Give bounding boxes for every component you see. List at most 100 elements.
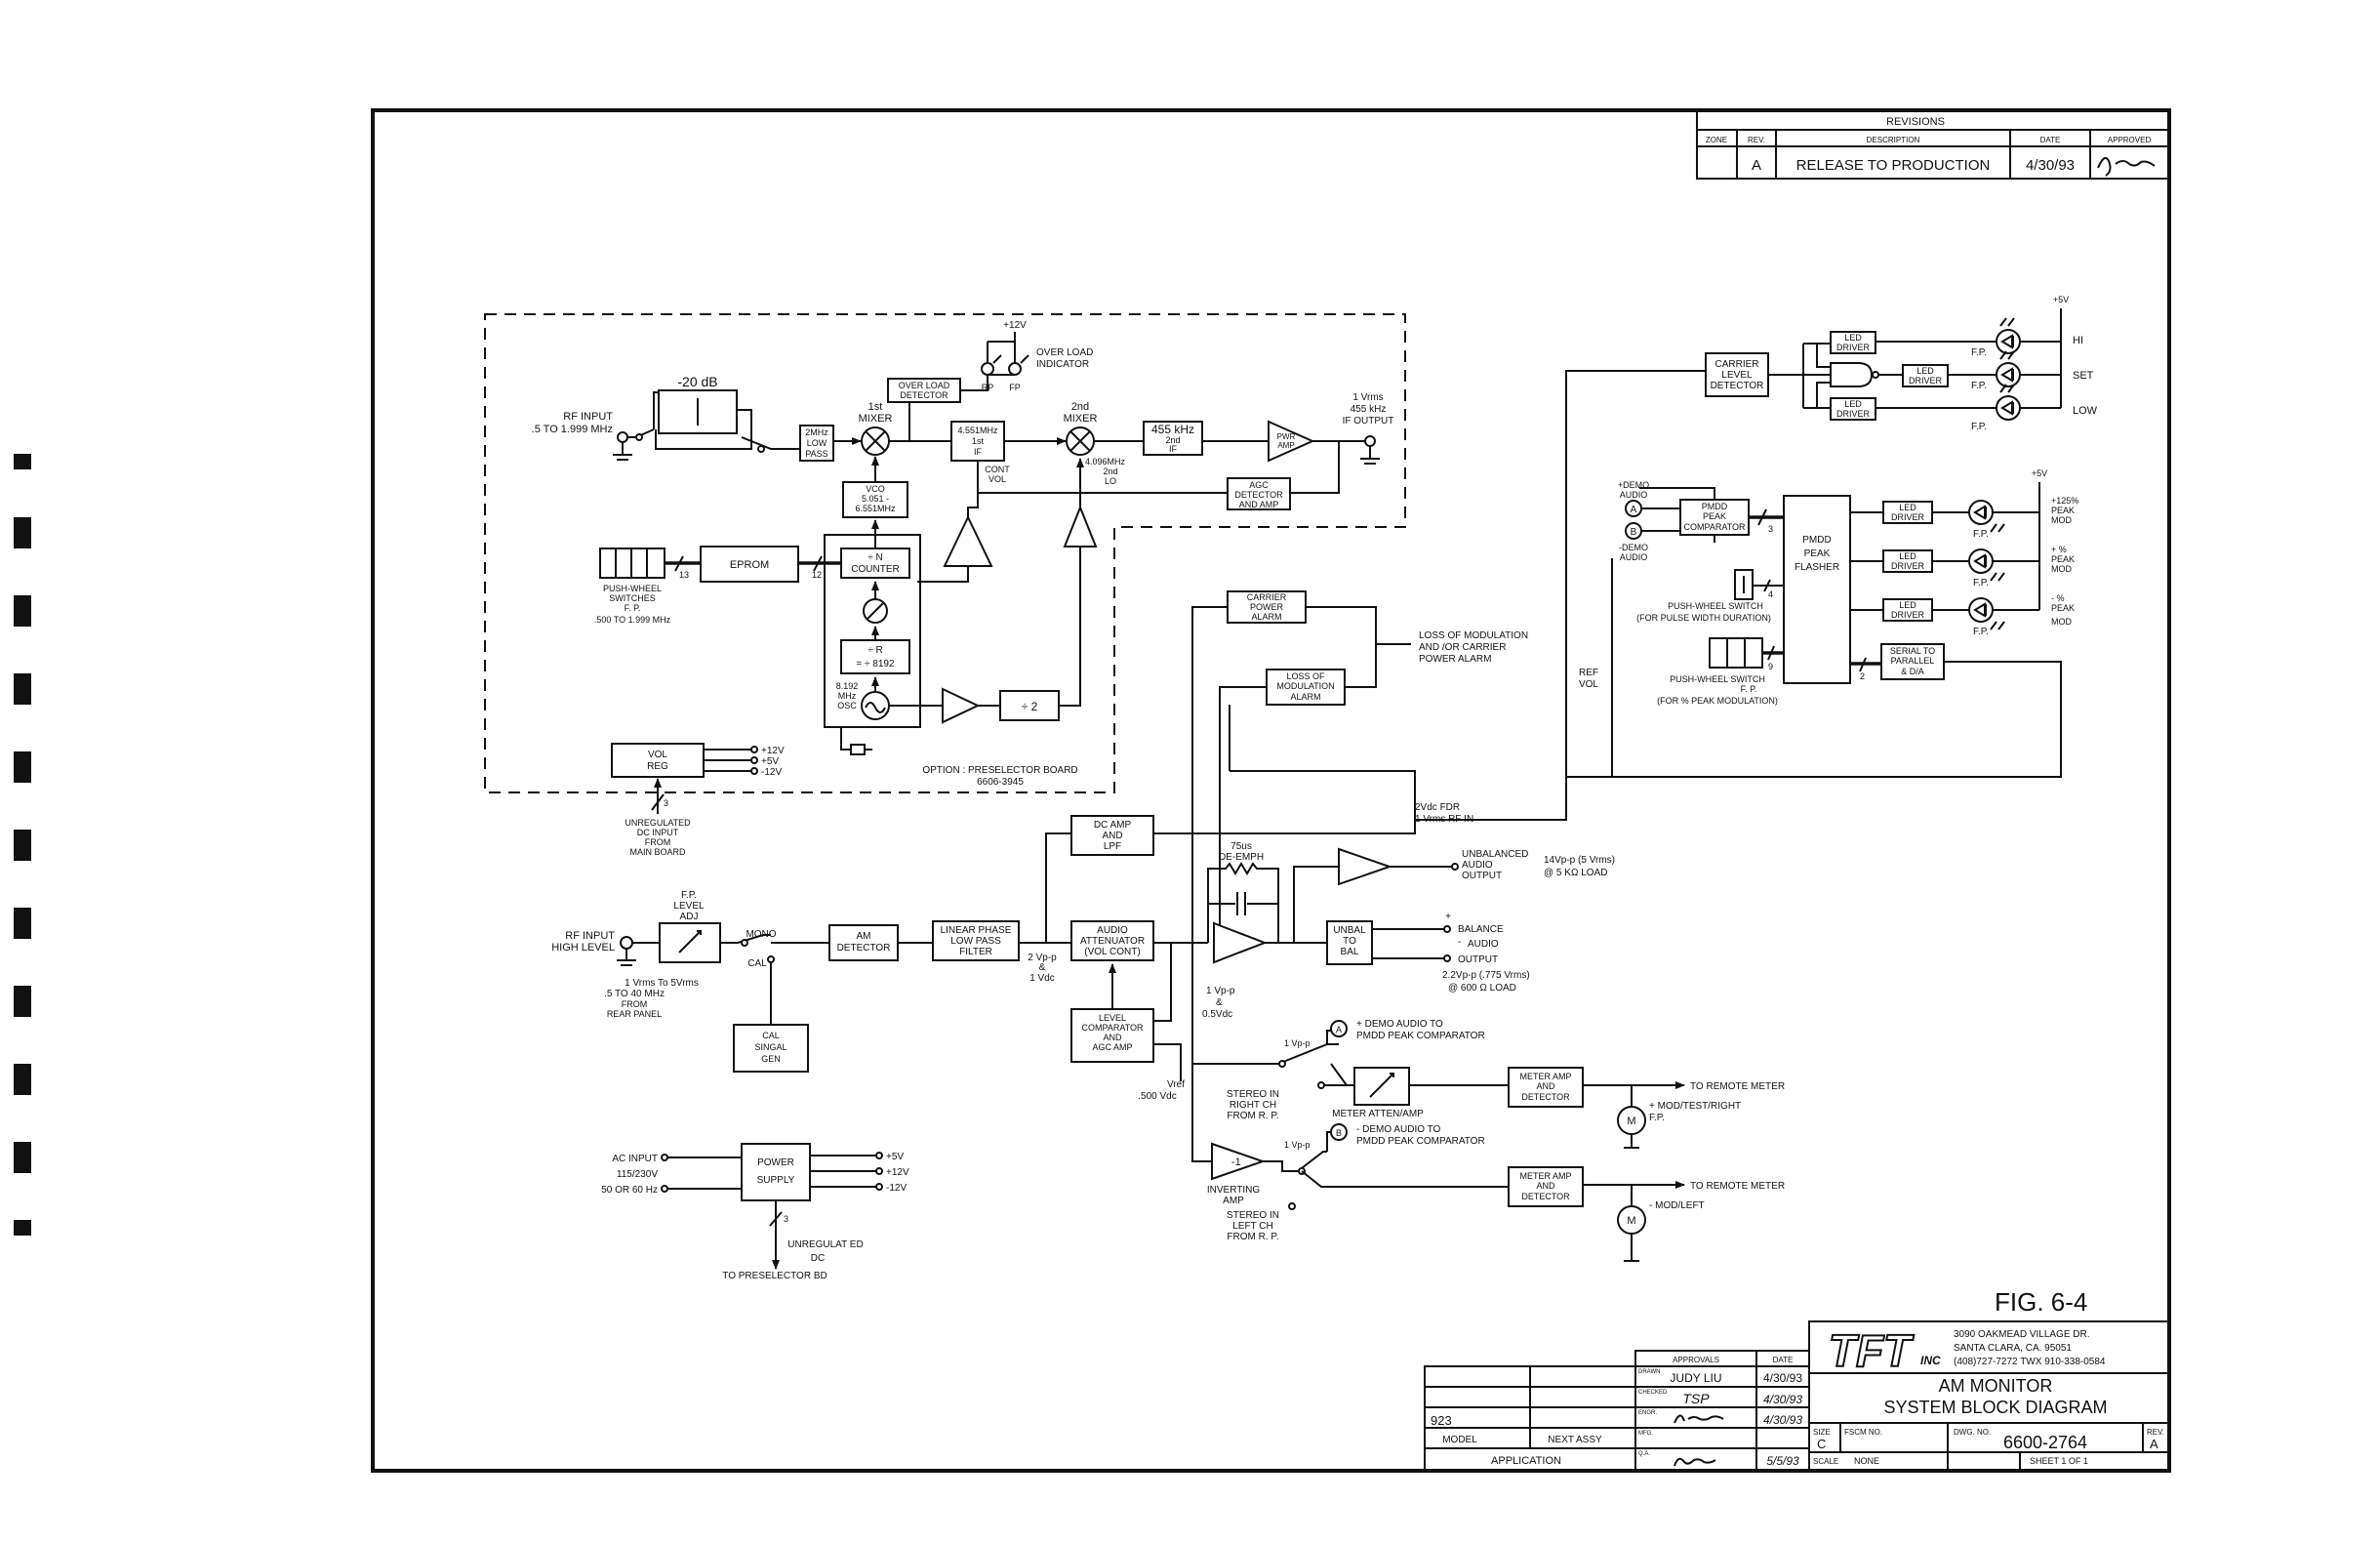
stereo-right-3: FROM R. P. [1227, 1111, 1278, 1121]
agc-detector-3: AND AMP [1239, 500, 1279, 509]
fp-set: F.P. [1971, 381, 1987, 391]
pushwheel-label: PUSH-WHEEL [603, 584, 662, 593]
meter-amp-2-3: DETECTOR [1521, 1192, 1570, 1201]
lowpass-low: LOW [807, 438, 827, 448]
reg-out-m12: -12V [761, 767, 782, 778]
meter-amp-1-2: AND [1536, 1081, 1555, 1091]
vpp-2: 2 Vp-p [1028, 953, 1057, 963]
bal-minus: - [1458, 937, 1461, 948]
led-driver-pos-2: DRIVER [1891, 561, 1925, 571]
loss-of-mod-alarm-2: MODULATION [1276, 681, 1334, 691]
meter-atten: METER ATTEN/AMP [1332, 1109, 1424, 1119]
dc-fdr: 2Vdc FDR [1415, 802, 1460, 813]
bus-3-comparator: 3 [1768, 524, 1773, 534]
sw2-purpose: (FOR % PEAK MODULATION) [1657, 696, 1778, 706]
ps-out-12: +12V [886, 1167, 909, 1178]
sw2-fp: F. P. [1741, 684, 1757, 694]
cont-vol: CONT [985, 465, 1010, 474]
pushwheel-label-3: F. P. [625, 603, 641, 613]
pmdd-comparator-2: PEAK [1703, 511, 1726, 521]
cal-gen-3: GEN [761, 1054, 781, 1064]
set-label: SET [2073, 370, 2094, 382]
vref-value: .500 Vdc [1138, 1091, 1176, 1102]
cal-label: CAL [747, 958, 767, 969]
mfg-label: MFG. [1638, 1431, 1653, 1437]
bus-2: 2 [1860, 671, 1865, 681]
carrier-level-section: CARRIER LEVEL DETECTOR LED DRIVER LED DR… [1565, 295, 2098, 777]
company-address-2: SANTA CLARA, CA. 95051 [1954, 1343, 2072, 1354]
audio-attenuator: AUDIO [1097, 925, 1128, 936]
b-note: - DEMO AUDIO TO [1356, 1124, 1441, 1135]
bus-4: 4 [1768, 589, 1773, 599]
ac-input-3: 50 OR 60 Hz [601, 1185, 658, 1196]
engr-signature [1674, 1414, 1724, 1424]
ac-input: AC INPUT [612, 1154, 658, 1164]
a-note: + DEMO AUDIO TO [1356, 1019, 1443, 1030]
if1-1st: 1st [972, 436, 985, 446]
lpf-filter-3: FILTER [959, 947, 992, 957]
loss-of-mod-alarm: LOSS OF [1286, 671, 1325, 681]
unreg-bus-3: 3 [664, 798, 668, 808]
remote-meter-2: TO REMOTE METER [1690, 1181, 1785, 1192]
level-comparator-3: AND [1103, 1033, 1122, 1042]
application-label: APPLICATION [1491, 1455, 1561, 1467]
out-125-peak-3: MOD [2051, 515, 2072, 525]
checked-date: 4/30/93 [1763, 1393, 1802, 1406]
n-counter: ÷ N [867, 552, 883, 563]
rev-header-approved: APPROVED [2108, 136, 2152, 144]
lo2-freq: 4.096MHz [1085, 457, 1126, 467]
pwr-amp: PWR [1277, 432, 1296, 441]
approver-signature [2097, 157, 2156, 177]
rf-spec: 1 Vrms To 5Vrms [625, 978, 699, 989]
osc-mhz: MHz [838, 691, 857, 701]
stereo-right: STEREO IN [1227, 1089, 1279, 1100]
bal-output: OUTPUT [1458, 954, 1498, 965]
rev-row-date: 4/30/93 [2026, 157, 2075, 174]
vpp-2-dc: 1 Vdc [1029, 973, 1055, 984]
plus-demo-audio: +DEMO [1618, 480, 1649, 490]
meter-amp-2-2: AND [1536, 1181, 1555, 1191]
alarm-output-2: AND /OR CARRIER [1419, 642, 1506, 653]
ps-out-5: +5V [886, 1152, 904, 1162]
scale-label: SCALE [1813, 1457, 1838, 1466]
rp-label: RP [982, 383, 994, 392]
rf-input-label: RF INPUT [563, 411, 613, 423]
stereo-left-3: FROM R. P. [1227, 1232, 1278, 1242]
deemph-label: DE-EMPH [1219, 852, 1264, 863]
dwg-number: 6600-2764 [2003, 1433, 2087, 1452]
rf-input-high: RF INPUT [565, 930, 615, 942]
vpp-a: 1 Vp-p [1284, 1038, 1311, 1048]
if2-2nd: 2nd [1165, 435, 1180, 445]
vco-range: 5.051 - [862, 494, 889, 504]
overload-detector: OVER LOAD [899, 381, 950, 390]
unbal-audio-out-2: AUDIO [1462, 860, 1493, 871]
serial-to-parallel: SERIAL TO [1890, 646, 1935, 656]
bus-12: 12 [812, 570, 822, 580]
power-supply-section: AC INPUT 115/230V 50 OR 60 Hz POWER SUPP… [601, 1143, 909, 1281]
minus-demo-audio-2: AUDIO [1620, 552, 1648, 562]
unbal-to-bal: UNBAL [1333, 925, 1366, 936]
pushwheel-label-2: SWITCHES [609, 593, 656, 603]
vpp-b: 1 Vp-p [1284, 1140, 1311, 1150]
rev-value: A [2150, 1437, 2158, 1451]
rev-label: REV. [2147, 1428, 2164, 1437]
out-neg-peak: - % [2051, 593, 2065, 603]
vco-label: VCO [866, 484, 885, 494]
overload-indicator: OVER LOAD [1036, 347, 1093, 358]
vpp-1: 1 Vp-p [1206, 986, 1235, 996]
next-assy-label: NEXT ASSY [1548, 1435, 1602, 1445]
pmdd-comparator-3: COMPARATOR [1683, 522, 1746, 532]
figure-number: FIG. 6-4 [1995, 1287, 2087, 1317]
stereo-left-2: LEFT CH [1232, 1221, 1273, 1232]
level-comparator-2: COMPARATOR [1081, 1023, 1144, 1033]
alarm-output: LOSS OF MODULATION [1419, 630, 1528, 641]
pushwheel-range: .500 TO 1.999 MHz [594, 615, 671, 625]
if2-if: IF [1169, 444, 1178, 454]
binder-holes [14, 454, 31, 1236]
drawing-border [371, 108, 2171, 1473]
r-divider-2: = ÷ 8192 [856, 659, 895, 670]
meter-amp-1-3: DETECTOR [1521, 1092, 1570, 1102]
qa-label: Q.A. [1638, 1451, 1650, 1457]
cal-gen-2: SINGAL [754, 1042, 787, 1052]
ref-vol-2: VOL [1579, 679, 1598, 690]
